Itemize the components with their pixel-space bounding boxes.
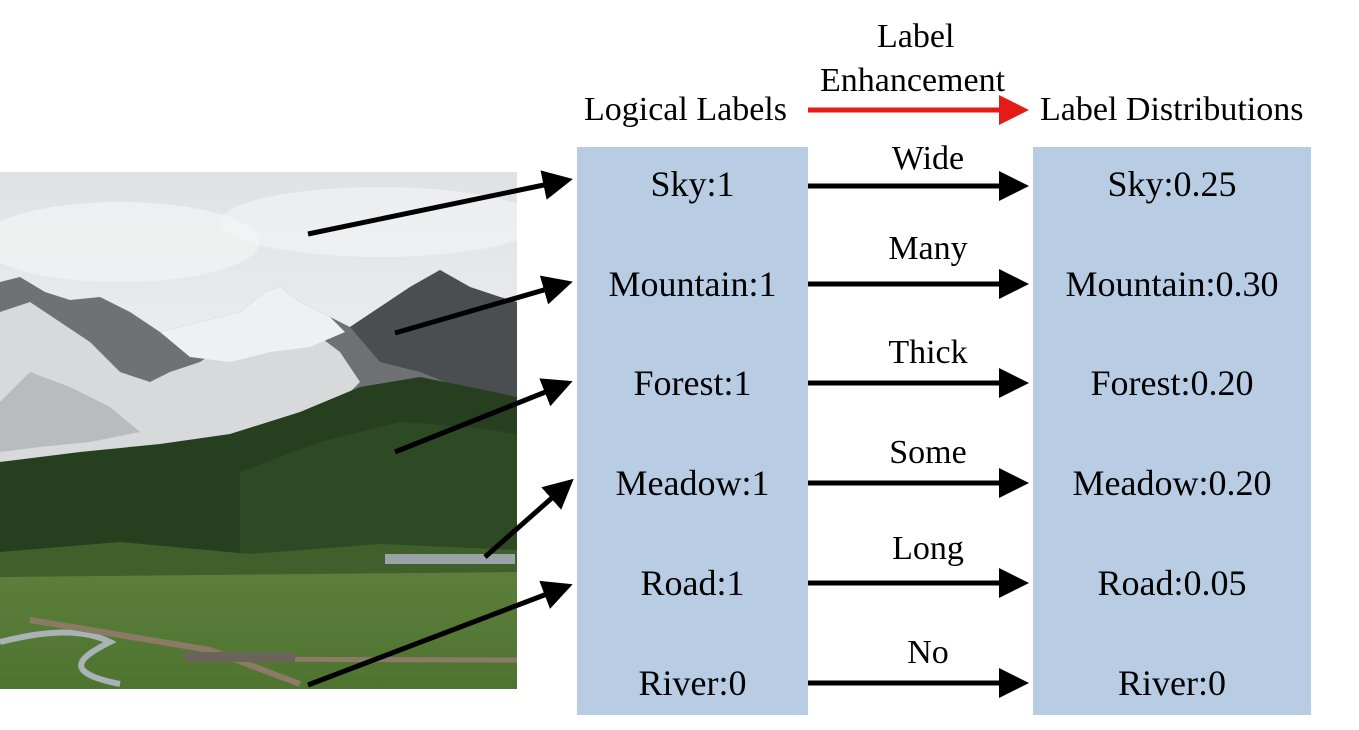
road-region bbox=[29, 617, 302, 687]
header-logical-labels: Logical Labels bbox=[584, 91, 787, 128]
logical-label-forest: Forest:1 bbox=[633, 363, 752, 403]
distribution-river: River:0 bbox=[1118, 663, 1226, 703]
pointer-arrow-meadow bbox=[483, 478, 574, 559]
distribution-meadow: Meadow:0.20 bbox=[1072, 463, 1272, 503]
logical-label-road: Road:1 bbox=[640, 563, 745, 603]
logical-labels-box: Sky:1 Mountain:1 Forest:1 Meadow:1 Road:… bbox=[577, 147, 808, 715]
header-label-distributions: Label Distributions bbox=[1040, 91, 1304, 128]
distribution-forest: Forest:0.20 bbox=[1090, 363, 1254, 403]
pointer-arrow-road bbox=[307, 580, 573, 688]
descriptor-meadow: Some bbox=[889, 434, 967, 471]
river-region bbox=[0, 629, 121, 687]
landscape-photo bbox=[0, 172, 517, 689]
descriptor-road: Long bbox=[892, 530, 964, 567]
descriptor-river: No bbox=[907, 634, 949, 671]
distribution-road: Road:0.05 bbox=[1097, 563, 1247, 603]
descriptor-forest: Thick bbox=[888, 334, 968, 371]
logical-label-meadow: Meadow:1 bbox=[615, 463, 770, 503]
pointer-arrow-mountain bbox=[394, 275, 573, 336]
header-enhancement-line2: Enhancement bbox=[820, 62, 1006, 99]
descriptor-sky: Wide bbox=[891, 140, 965, 177]
label-distributions-box: Sky:0.25 Mountain:0.30 Forest:0.20 Meado… bbox=[1033, 147, 1311, 715]
pointer-arrow-sky bbox=[307, 170, 573, 237]
distribution-mountain: Mountain:0.30 bbox=[1065, 264, 1279, 304]
pointer-arrow-forest bbox=[394, 378, 573, 455]
logical-label-river: River:0 bbox=[638, 663, 747, 703]
logical-label-sky: Sky:1 bbox=[650, 164, 735, 204]
distribution-sky: Sky:0.25 bbox=[1107, 164, 1237, 204]
descriptor-mountain: Many bbox=[888, 230, 968, 267]
logical-label-mountain: Mountain:1 bbox=[608, 264, 777, 304]
header-enhancement-line1: Label bbox=[877, 18, 955, 55]
